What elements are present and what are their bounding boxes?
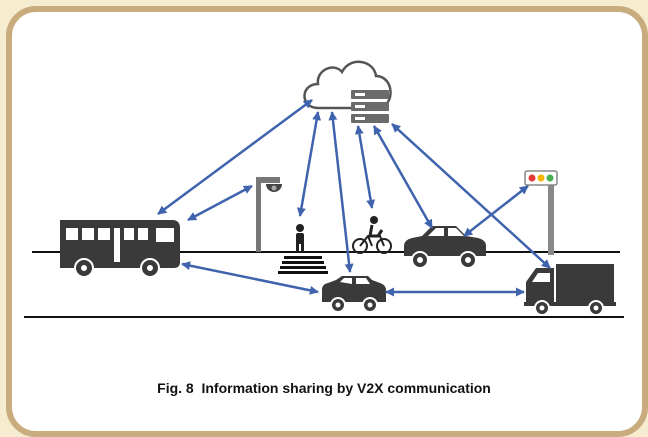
car-icon xyxy=(322,276,386,313)
pedestrian-icon xyxy=(296,224,304,252)
car-icon xyxy=(404,226,486,269)
truck-icon xyxy=(524,264,616,316)
arrow-server-car-upper xyxy=(372,125,434,229)
crosswalk-icon xyxy=(278,256,328,274)
arrow-server-cyclist xyxy=(354,125,376,209)
arrow-camera-bus xyxy=(187,184,253,222)
server-icon xyxy=(351,90,389,123)
cyclist-icon xyxy=(352,216,392,254)
arrow-cloud-bus xyxy=(157,98,313,216)
bus-icon xyxy=(60,220,180,278)
cloud-icon xyxy=(303,60,392,110)
street-camera-icon xyxy=(256,177,282,252)
arrow-bus-car-lower xyxy=(181,261,319,295)
figure-caption: Fig. 8 Information sharing by V2X commun… xyxy=(157,380,491,396)
traffic-light-icon xyxy=(524,170,558,255)
arrow-cloud-pedestrian xyxy=(296,111,322,217)
arrow-light-car-upper xyxy=(463,185,529,237)
arrow-cloud-car-lower xyxy=(328,111,354,273)
